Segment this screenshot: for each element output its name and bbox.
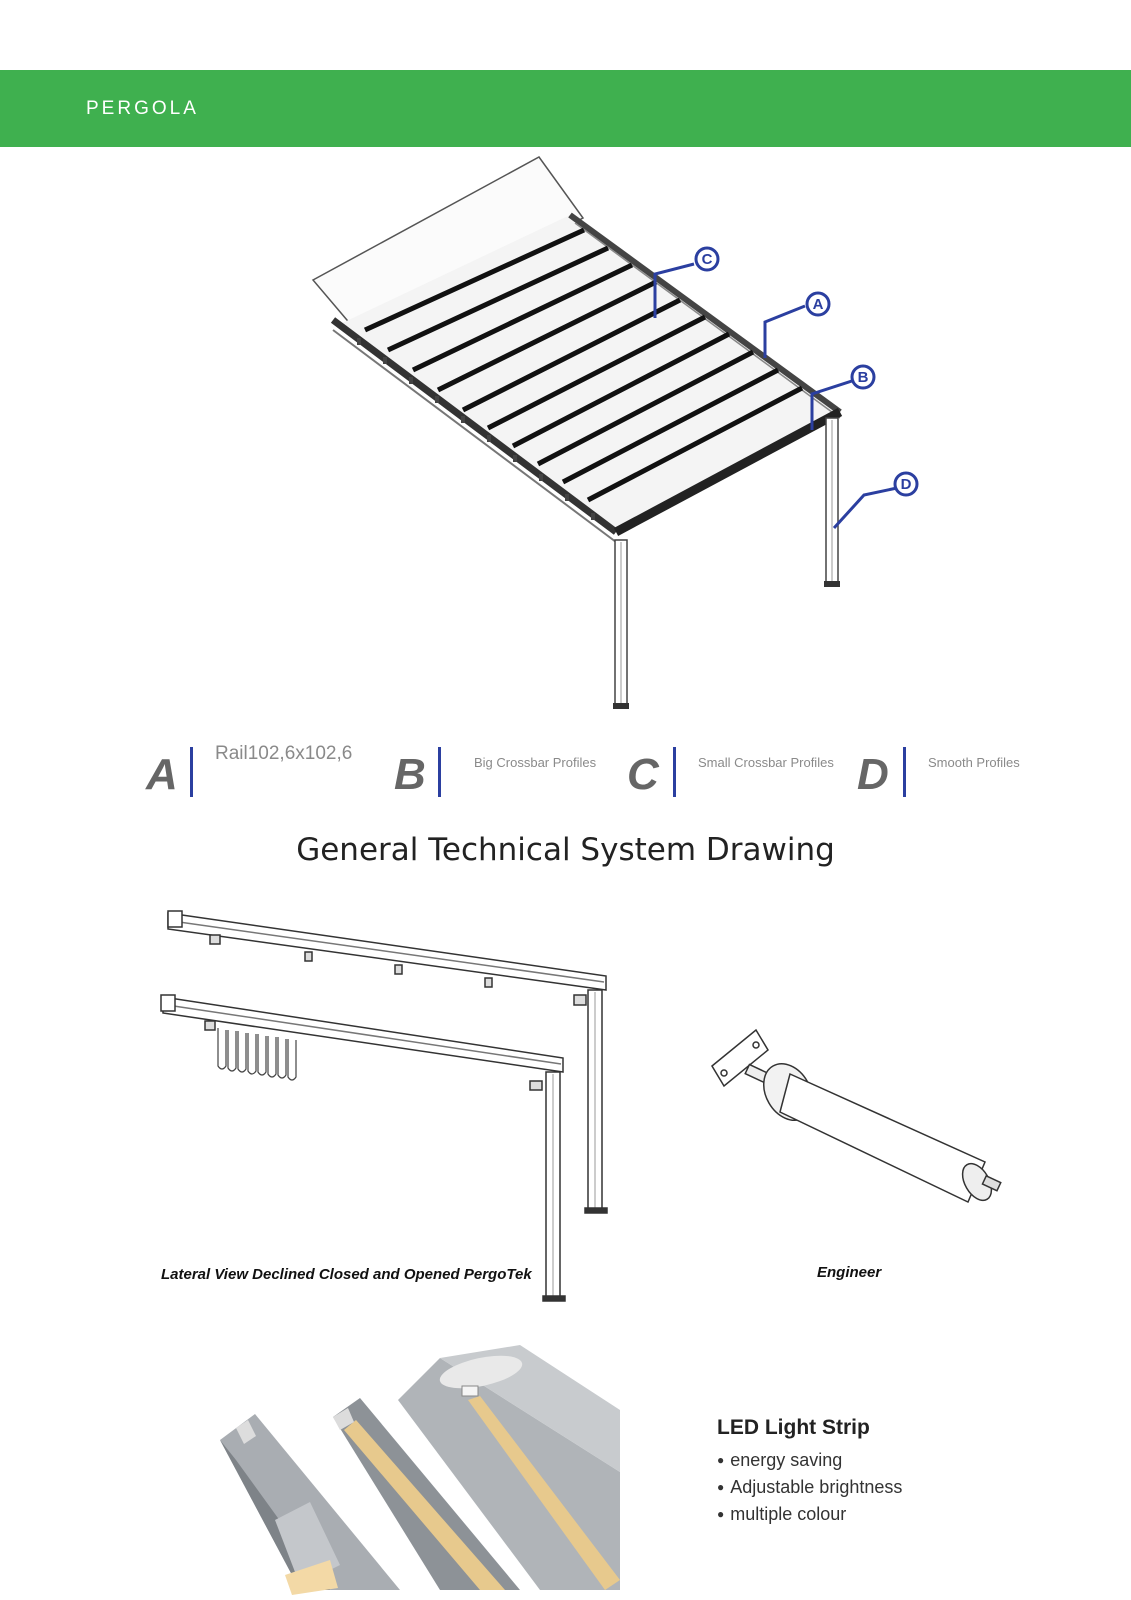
legend-divider-a xyxy=(190,747,193,797)
profile-legend: A Rail102,6x102,6 B Big Crossbar Profile… xyxy=(0,743,1131,805)
legend-letter-b: B xyxy=(394,750,426,799)
led-title: LED Light Strip xyxy=(717,1416,870,1439)
page-header-title: PERGOLA xyxy=(86,98,199,119)
lateral-view-caption: Lateral View Declined Closed and Opened … xyxy=(161,1266,532,1283)
pergola-isometric-drawing: C A B D xyxy=(311,156,919,709)
led-feature-item: multiple colour xyxy=(717,1504,902,1531)
legend-divider-c xyxy=(673,747,676,797)
section-title: General Technical System Drawing xyxy=(296,832,835,868)
engineer-caption: Engineer xyxy=(817,1264,882,1281)
callout-b-label: B xyxy=(858,369,869,386)
legend-letter-c: C xyxy=(627,750,659,799)
header-band: PERGOLA xyxy=(0,70,1131,147)
callout-d-label: D xyxy=(901,476,912,493)
legend-text-d: Smooth Profiles xyxy=(928,755,1020,770)
legend-divider-d xyxy=(903,747,906,797)
led-feature-item: Adjustable brightness xyxy=(717,1477,902,1504)
lateral-view-drawing xyxy=(160,910,608,1302)
callout-a-label: A xyxy=(813,296,824,313)
legend-divider-b xyxy=(438,747,441,797)
led-profiles-image xyxy=(220,1345,620,1595)
legend-text-a: Rail102,6x102,6 xyxy=(215,743,353,764)
legend-letter-a: A xyxy=(146,750,178,799)
led-feature-list: energy saving Adjustable brightness mult… xyxy=(717,1450,902,1531)
legend-text-c: Small Crossbar Profiles xyxy=(698,755,834,770)
led-feature-item: energy saving xyxy=(717,1450,902,1477)
legend-letter-d: D xyxy=(857,750,889,799)
legend-text-b: Big Crossbar Profiles xyxy=(474,755,597,770)
callout-c-label: C xyxy=(702,251,713,268)
engineer-motor-drawing xyxy=(711,1028,1002,1204)
